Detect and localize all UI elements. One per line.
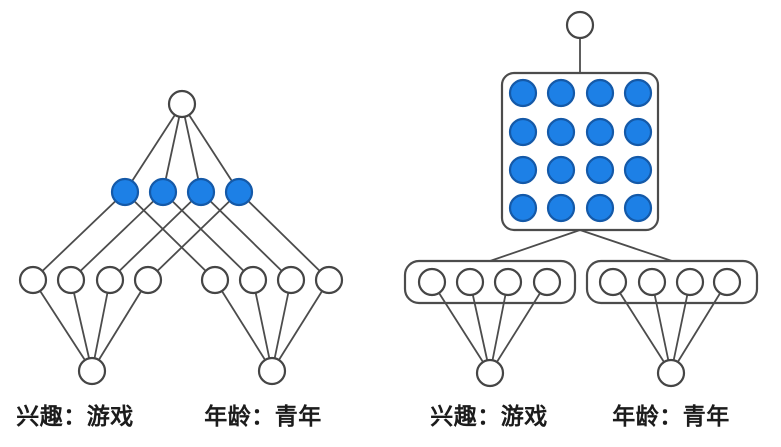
edge [91,279,111,372]
edge [181,103,202,193]
interaction-cell-node [508,193,538,223]
interaction-cell-node [546,78,576,108]
interaction-cell-node [585,117,615,147]
edge [271,279,330,372]
interaction-cell-node [585,78,615,108]
edge [651,281,672,374]
output-node [167,89,197,119]
embedding-node [637,267,667,297]
edge [91,279,149,372]
interaction-cell-node [623,78,653,108]
concat-network-diagram [18,89,344,386]
output-node [565,10,595,40]
edge [109,191,202,281]
interaction-cell-node [585,193,615,223]
edge [200,191,292,281]
embedding-node [532,267,562,297]
hidden-node [110,177,140,207]
label-left-age-youth: 年龄：青年 [204,403,322,429]
edge [670,281,728,374]
interaction-cell-node [508,117,538,147]
label-left-interest-game: 兴趣：游戏 [16,403,134,429]
label-right-age-youth: 年龄：青年 [612,403,730,429]
edge [612,281,672,374]
interaction-cell-node [623,155,653,185]
interaction-cell-node [508,78,538,108]
edge [32,191,126,281]
embedding-node [493,267,523,297]
interaction-cell-node [623,117,653,147]
edge [469,281,491,374]
interaction-matrix-network-diagram [403,10,759,388]
edge [181,103,240,193]
edge [124,103,183,193]
edge [670,281,691,374]
edge [214,279,273,372]
feature-input-node [475,358,505,388]
hidden-node [186,177,216,207]
hidden-node [148,177,178,207]
embedding-node [675,267,705,297]
embedding-node [455,267,485,297]
embedding-node [56,265,86,295]
edge [162,103,183,193]
embedding-node [314,265,344,295]
hidden-node [224,177,254,207]
interaction-cell-node [508,155,538,185]
label-right-interest-game: 兴趣：游戏 [430,403,548,429]
edge [431,281,491,374]
embedding-node [238,265,268,295]
interaction-cell-node [546,193,576,223]
edge [70,279,93,372]
edge [162,191,254,281]
embedding-node [712,267,742,297]
edge [124,191,216,281]
edge [271,279,292,372]
embedding-node [276,265,306,295]
feature-input-node [656,358,686,388]
feature-input-node [77,356,107,386]
embedding-node [417,267,447,297]
interaction-cell-node [546,155,576,185]
edge [489,281,548,374]
embedding-node [95,265,125,295]
edge [147,191,240,281]
embedding-node [598,267,628,297]
embedding-node [200,265,230,295]
edge [252,279,273,372]
edge [32,279,93,372]
embedding-node [133,265,163,295]
interaction-cell-node [585,155,615,185]
edge [579,229,673,262]
feature-input-node [257,356,287,386]
interaction-cell-node [623,193,653,223]
edge [489,229,581,262]
edge [238,191,330,281]
embedding-node [18,265,48,295]
interaction-cell-node [546,117,576,147]
edge [70,191,164,281]
edge [489,281,509,374]
